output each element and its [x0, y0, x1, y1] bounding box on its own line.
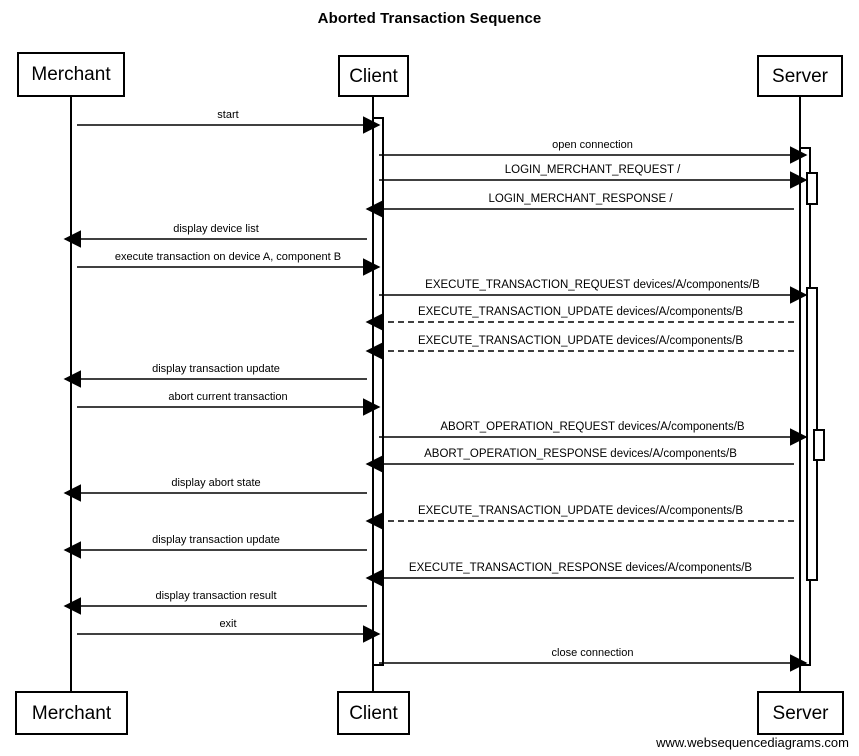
message-label-m08: EXECUTE_TRANSACTION_UPDATE devices/A/com…: [417, 306, 744, 318]
page-title: Aborted Transaction Sequence: [317, 10, 542, 27]
message-label-m03: LOGIN_MERCHANT_REQUEST /: [504, 164, 681, 176]
message-label-m09: EXECUTE_TRANSACTION_UPDATE devices/A/com…: [417, 335, 744, 347]
message-label-m05: display device list: [173, 223, 259, 235]
actor-label: Merchant: [31, 64, 111, 85]
actor-label: Client: [349, 702, 398, 724]
message-arrows-layer: [63, 116, 808, 672]
message-label-m16: display transaction update: [152, 534, 280, 546]
actor-label: Client: [349, 65, 398, 87]
message-label-m06: execute transaction on device A, compone…: [114, 251, 342, 263]
actor-box-client-top: Client: [338, 55, 409, 97]
message-label-m17: EXECUTE_TRANSACTION_RESPONSE devices/A/c…: [408, 562, 753, 574]
message-label-m07: EXECUTE_TRANSACTION_REQUEST devices/A/co…: [425, 279, 760, 291]
actor-box-server-top: Server: [757, 55, 843, 97]
message-label-m18: display transaction result: [155, 590, 277, 602]
message-label-m15: EXECUTE_TRANSACTION_UPDATE devices/A/com…: [417, 505, 744, 517]
message-label-m12: ABORT_OPERATION_REQUEST devices/A/compon…: [440, 421, 745, 433]
activation-bar-server-login: [806, 172, 818, 205]
message-label-m11: abort current transaction: [168, 391, 288, 403]
message-label-m02: open connection: [552, 139, 633, 151]
actor-box-merchant-bottom: Merchant: [15, 691, 128, 735]
actor-label: Server: [772, 65, 828, 87]
message-label-m19: exit: [219, 618, 237, 630]
message-label-m04: LOGIN_MERCHANT_RESPONSE /: [488, 193, 673, 205]
actor-label: Merchant: [31, 702, 112, 724]
message-label-m10: display transaction update: [152, 363, 280, 375]
actor-box-merchant-top: Merchant: [17, 52, 125, 97]
message-label-m20: close connection: [551, 647, 634, 659]
activation-bar-server-abort: [813, 429, 825, 461]
message-label-m13: ABORT_OPERATION_RESPONSE devices/A/compo…: [424, 448, 737, 460]
message-label-m01: start: [217, 109, 239, 121]
actor-box-server-bottom: Server: [757, 691, 844, 735]
actor-label: Server: [772, 702, 829, 724]
activation-bar-client-main: [372, 117, 384, 666]
message-label-m14: display abort state: [171, 477, 261, 489]
footer-url: www.websequencediagrams.com: [656, 735, 849, 750]
actor-box-client-bottom: Client: [337, 691, 410, 735]
